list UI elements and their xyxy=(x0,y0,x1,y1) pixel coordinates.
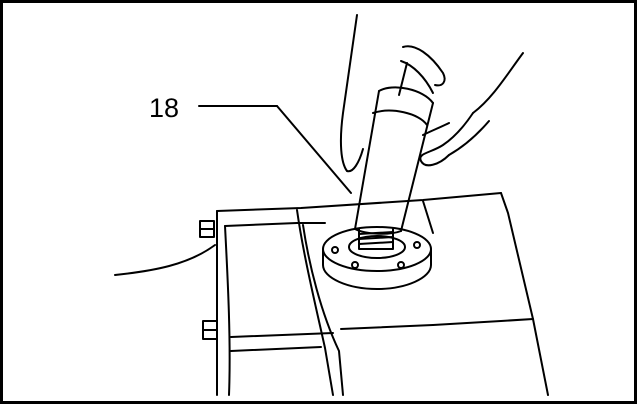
machine-housing xyxy=(216,192,549,396)
hand-inserting-tool-into-flange-icon xyxy=(114,14,549,396)
tool-cylinder xyxy=(354,86,434,235)
callout-leader-line xyxy=(198,105,352,194)
hand xyxy=(339,14,524,173)
side-bolt-lower xyxy=(202,320,218,340)
flange xyxy=(322,226,432,290)
side-bolt-upper xyxy=(199,220,215,238)
callout-label: 18 xyxy=(149,93,180,123)
cable-left xyxy=(114,244,216,276)
